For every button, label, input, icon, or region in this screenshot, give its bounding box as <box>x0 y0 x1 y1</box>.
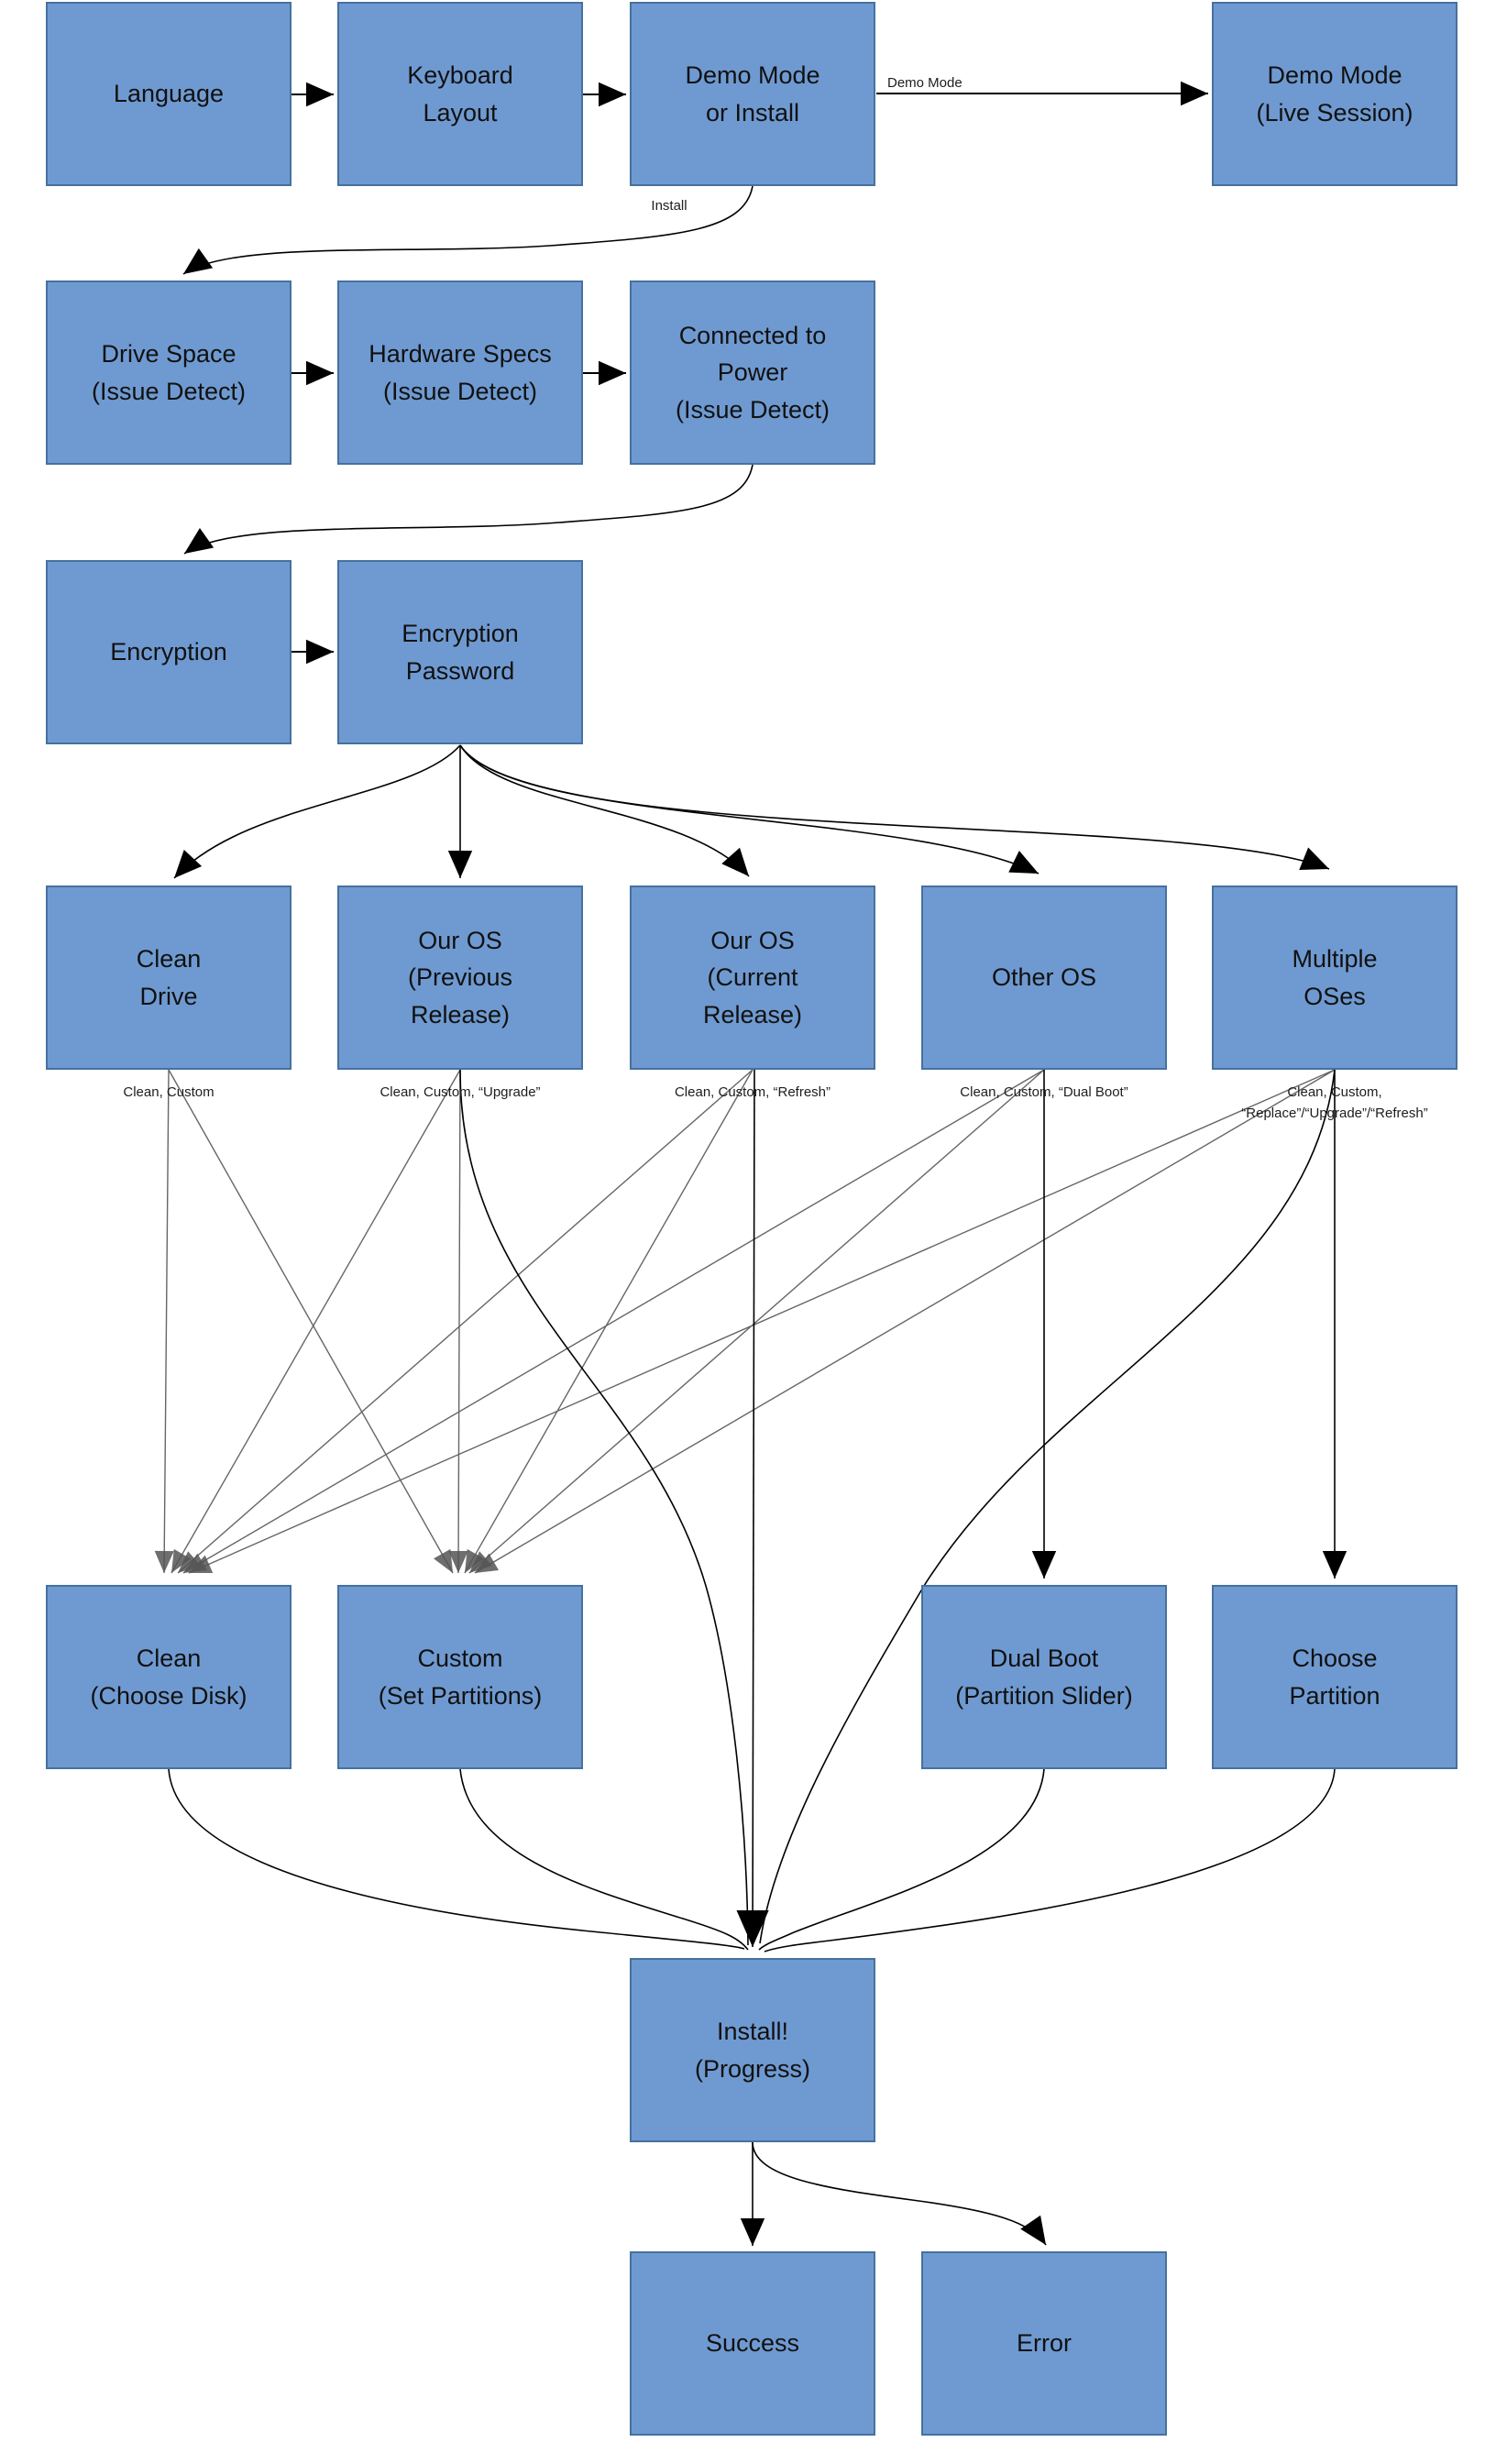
edge-label-our-os-previous-options: Clean, Custom, “Upgrade” <box>380 1084 541 1100</box>
edge-other-os-to-clean <box>182 1069 1045 1574</box>
node-install-progress: Install! (Progress) <box>630 1958 875 2142</box>
edge-password-to-other-os <box>459 744 1040 874</box>
edge-password-to-multi-os <box>459 744 1330 871</box>
edge-os-prev-to-clean <box>170 1069 461 1574</box>
edge-label-other-os-options: Clean, Custom, “Dual Boot” <box>960 1084 1128 1100</box>
edge-choose-partition-to-install <box>764 1768 1336 1952</box>
edge-demo-to-drive-space <box>182 185 754 275</box>
edge-label-clean-drive-options: Clean, Custom <box>123 1084 214 1100</box>
node-encryption-password: Encryption Password <box>337 560 583 744</box>
edge-label-our-os-current-options: Clean, Custom, “Refresh” <box>674 1084 831 1100</box>
edge-os-prev-to-install <box>459 1069 749 1946</box>
node-multiple-oses: Multiple OSes <box>1212 886 1458 1070</box>
edge-clean-disk-to-install <box>168 1768 745 1950</box>
node-success: Success <box>630 2251 875 2436</box>
node-our-os-previous-release: Our OS (Previous Release) <box>337 886 583 1070</box>
edge-multi-os-to-clean <box>188 1069 1336 1574</box>
edge-other-os-to-custom <box>468 1069 1045 1574</box>
edge-os-curr-to-install <box>736 1069 769 1948</box>
node-encryption: Encryption <box>46 560 292 744</box>
node-choose-partition: Choose Partition <box>1212 1585 1458 1769</box>
edge-label-demo-mode: Demo Mode <box>887 75 962 91</box>
edge-label-install: Install <box>651 198 688 214</box>
edge-password-to-os-curr <box>459 744 750 877</box>
node-our-os-current-release: Our OS (Current Release) <box>630 886 875 1070</box>
node-language: Language <box>46 2 292 186</box>
node-keyboard-layout: Keyboard Layout <box>337 2 583 186</box>
edge-multi-os-to-custom <box>474 1069 1336 1574</box>
node-demo-mode-live-session: Demo Mode (Live Session) <box>1212 2 1458 186</box>
node-dual-boot-partition-slider: Dual Boot (Partition Slider) <box>921 1585 1167 1769</box>
edge-clean-drive-to-clean <box>154 1069 174 1574</box>
edge-os-curr-to-clean <box>177 1069 754 1574</box>
node-connected-to-power-issue-detect: Connected to Power (Issue Detect) <box>630 280 875 465</box>
node-demo-mode-or-install: Demo Mode or Install <box>630 2 875 186</box>
edge-os-prev-to-custom <box>448 1069 468 1574</box>
edge-clean-drive-to-custom <box>168 1069 454 1574</box>
node-clean-choose-disk: Clean (Choose Disk) <box>46 1585 292 1769</box>
node-custom-set-partitions: Custom (Set Partitions) <box>337 1585 583 1769</box>
node-other-os: Other OS <box>921 886 1167 1070</box>
node-drive-space-issue-detect: Drive Space (Issue Detect) <box>46 280 292 465</box>
edge-dual-boot-to-install <box>758 1768 1045 1951</box>
edge-password-to-clean-drive <box>173 744 461 879</box>
edge-custom-to-install <box>459 1768 749 1951</box>
node-hardware-specs-issue-detect: Hardware Specs (Issue Detect) <box>337 280 583 465</box>
edge-os-curr-to-custom <box>464 1069 754 1574</box>
edge-power-to-encryption <box>183 464 754 555</box>
edge-install-to-error <box>752 2141 1047 2246</box>
edge-label-multiple-oses-options: Clean, Custom, “Replace”/“Upgrade”/“Refr… <box>1241 1084 1428 1122</box>
edge-multi-os-to-install <box>759 1069 1336 1944</box>
node-error: Error <box>921 2251 1167 2436</box>
node-clean-drive: Clean Drive <box>46 886 292 1070</box>
